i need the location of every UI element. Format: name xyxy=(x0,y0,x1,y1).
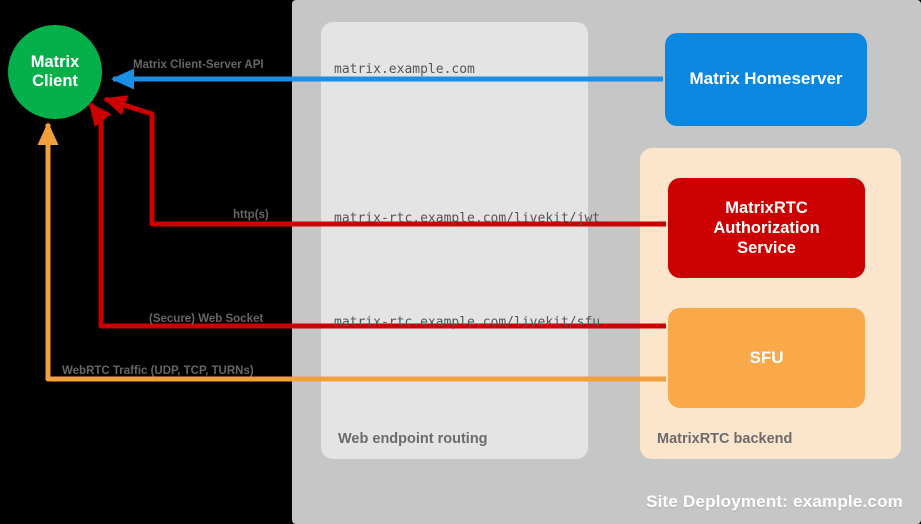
endpoint-label-livekit-sfu: matrix-rtc.example.com/livekit/sfu xyxy=(334,315,601,330)
connector-media xyxy=(37,121,666,382)
auth-service-line1: MatrixRTC xyxy=(725,198,808,217)
matrixrtc-backend-label: MatrixRTC backend xyxy=(657,431,793,447)
matrix-homeserver-label: Matrix Homeserver xyxy=(689,69,843,89)
auth-service-line2: Authorization xyxy=(713,218,820,237)
matrix-client-line1: Matrix xyxy=(30,52,80,71)
matrix-client-line2: Client xyxy=(32,72,78,90)
web-endpoint-routing-label: Web endpoint routing xyxy=(338,431,488,447)
web-endpoint-routing-container: Web endpoint routing xyxy=(321,22,588,459)
node-matrixrtc-authorization-service[interactable]: MatrixRTC Authorization Service xyxy=(668,178,865,278)
sfu-label: SFU xyxy=(749,347,784,367)
node-sfu[interactable]: SFU xyxy=(668,308,865,408)
connector-label-authorization: http(s) xyxy=(233,209,269,221)
connector-label-signalling: (Secure) Web Socket xyxy=(149,313,264,325)
connector-label-media: WebRTC Traffic (UDP, TCP, TURNs) xyxy=(62,365,254,377)
connector-label-client-server-api: Matrix Client-Server API xyxy=(133,59,264,71)
auth-service-line3: Service xyxy=(737,239,796,258)
connector-signalling xyxy=(88,102,666,329)
node-matrix-client[interactable]: Matrix Client xyxy=(8,25,102,119)
endpoint-label-livekit-jwt: matrix-rtc.example.com/livekit/jwt xyxy=(334,211,601,226)
site-deployment-label: Site Deployment: example.com xyxy=(646,492,903,511)
endpoint-label-matrix: matrix.example.com xyxy=(334,62,475,77)
node-matrix-homeserver[interactable]: Matrix Homeserver xyxy=(665,33,867,126)
connector-authorization xyxy=(103,95,666,227)
